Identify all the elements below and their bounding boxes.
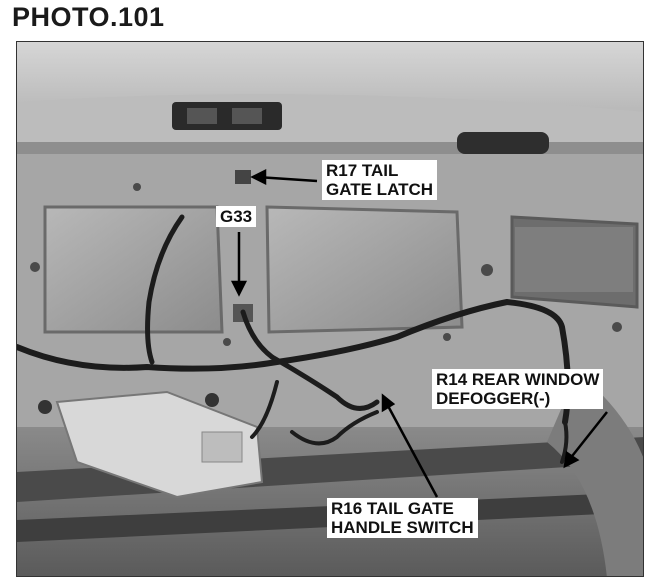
callout-r14-line1: R14 REAR WINDOW <box>436 370 600 389</box>
wire-harness-switch <box>250 380 279 439</box>
page-title: PHOTO.101 <box>12 2 165 32</box>
callout-r14-rear-window-defogger: R14 REAR WINDOW DEFOGGER(-) <box>432 369 604 409</box>
callout-r14-line2: DEFOGGER(-) <box>436 389 551 408</box>
callout-r17-line2: GATE LATCH <box>326 180 434 199</box>
callout-r17-tail-gate-latch: R17 TAIL GATE LATCH <box>322 160 438 200</box>
callout-r16-line1: R16 TAIL GATE <box>331 499 454 518</box>
wire-harness-g33 <box>240 309 275 360</box>
wire-harness-down <box>269 354 380 411</box>
callout-r17-line1: R17 TAIL <box>326 161 399 180</box>
callout-r16-tail-gate-handle-switch: R16 TAIL GATE HANDLE SWITCH <box>327 498 478 538</box>
panel-opening-center <box>265 205 464 334</box>
handle-switch-housing <box>55 390 264 499</box>
arrow-r17 <box>256 175 318 183</box>
arrow-r16 <box>385 403 439 498</box>
panel-opening-left <box>43 205 224 334</box>
latch-connector <box>235 170 251 184</box>
callout-g33-line1: G33 <box>220 207 253 226</box>
wire-harness-loop <box>290 410 379 446</box>
wire-defogger <box>560 420 569 464</box>
wire-harness-main <box>17 298 571 425</box>
handle-recess <box>457 132 549 154</box>
wire-harness-up <box>145 214 185 365</box>
callout-g33: G33 <box>216 206 257 227</box>
tailgate-photo <box>16 41 644 577</box>
arrow-r14 <box>568 411 608 461</box>
callout-r16-line2: HANDLE SWITCH <box>331 518 474 537</box>
